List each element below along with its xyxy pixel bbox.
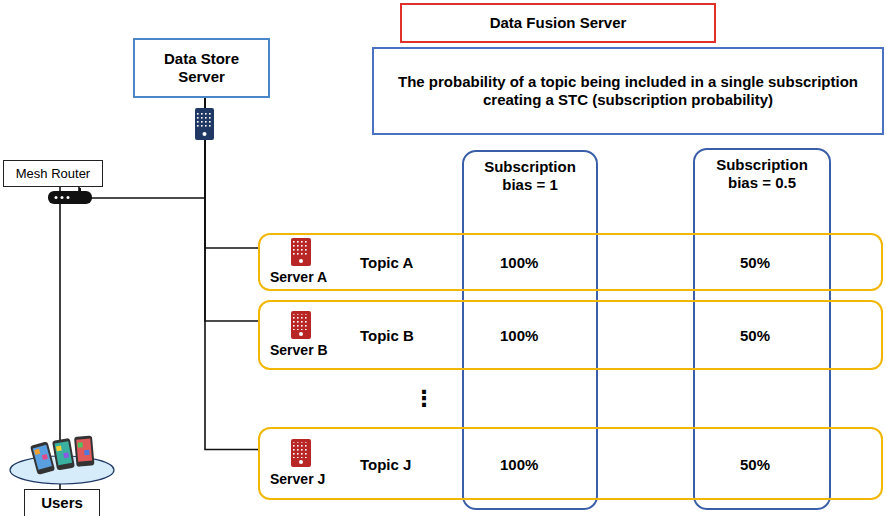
server-icon <box>291 439 311 467</box>
server-title-box: Data Store Server <box>133 38 270 98</box>
description-box: The probability of a topic being include… <box>372 47 884 135</box>
server-icon <box>195 108 214 140</box>
probability-value: 100% <box>500 254 538 272</box>
topic-row: Server B Topic B 100% 50% <box>258 300 883 370</box>
node-label: The probability of a topic being include… <box>380 73 876 109</box>
node-label: Subscription bias = 1 <box>472 158 588 194</box>
node-label: Data Fusion Server <box>490 14 627 32</box>
probability-value: 50% <box>740 327 770 345</box>
topic-label: Topic A <box>360 254 413 272</box>
server-title-box: Data Fusion Server <box>400 3 716 43</box>
ellipsis-mark: ⋮ <box>413 388 435 410</box>
router-icon <box>48 188 92 204</box>
topic-row: Server J Topic J 100% 50% <box>258 427 883 500</box>
server-label: Server A <box>270 269 327 286</box>
topic-label: Topic J <box>360 456 411 474</box>
server-icon <box>291 238 311 266</box>
node-label: Users <box>41 494 83 512</box>
node-label: Subscription bias = 0.5 <box>703 156 821 192</box>
router-box: Mesh Router <box>3 160 103 187</box>
node-label: Data Store Server <box>141 50 262 86</box>
node-label: Mesh Router <box>16 166 90 182</box>
probability-value: 50% <box>740 456 770 474</box>
users-icon <box>10 435 114 484</box>
probability-value: 100% <box>500 456 538 474</box>
network-wire <box>205 98 258 450</box>
server-icon <box>291 311 311 339</box>
probability-value: 50% <box>740 254 770 272</box>
server-label: Server J <box>270 471 325 488</box>
users-box: Users <box>24 489 100 516</box>
server-label: Server B <box>270 342 328 359</box>
topic-row: Server A Topic A 100% 50% <box>258 233 883 291</box>
probability-value: 100% <box>500 327 538 345</box>
topic-label: Topic B <box>360 327 414 345</box>
